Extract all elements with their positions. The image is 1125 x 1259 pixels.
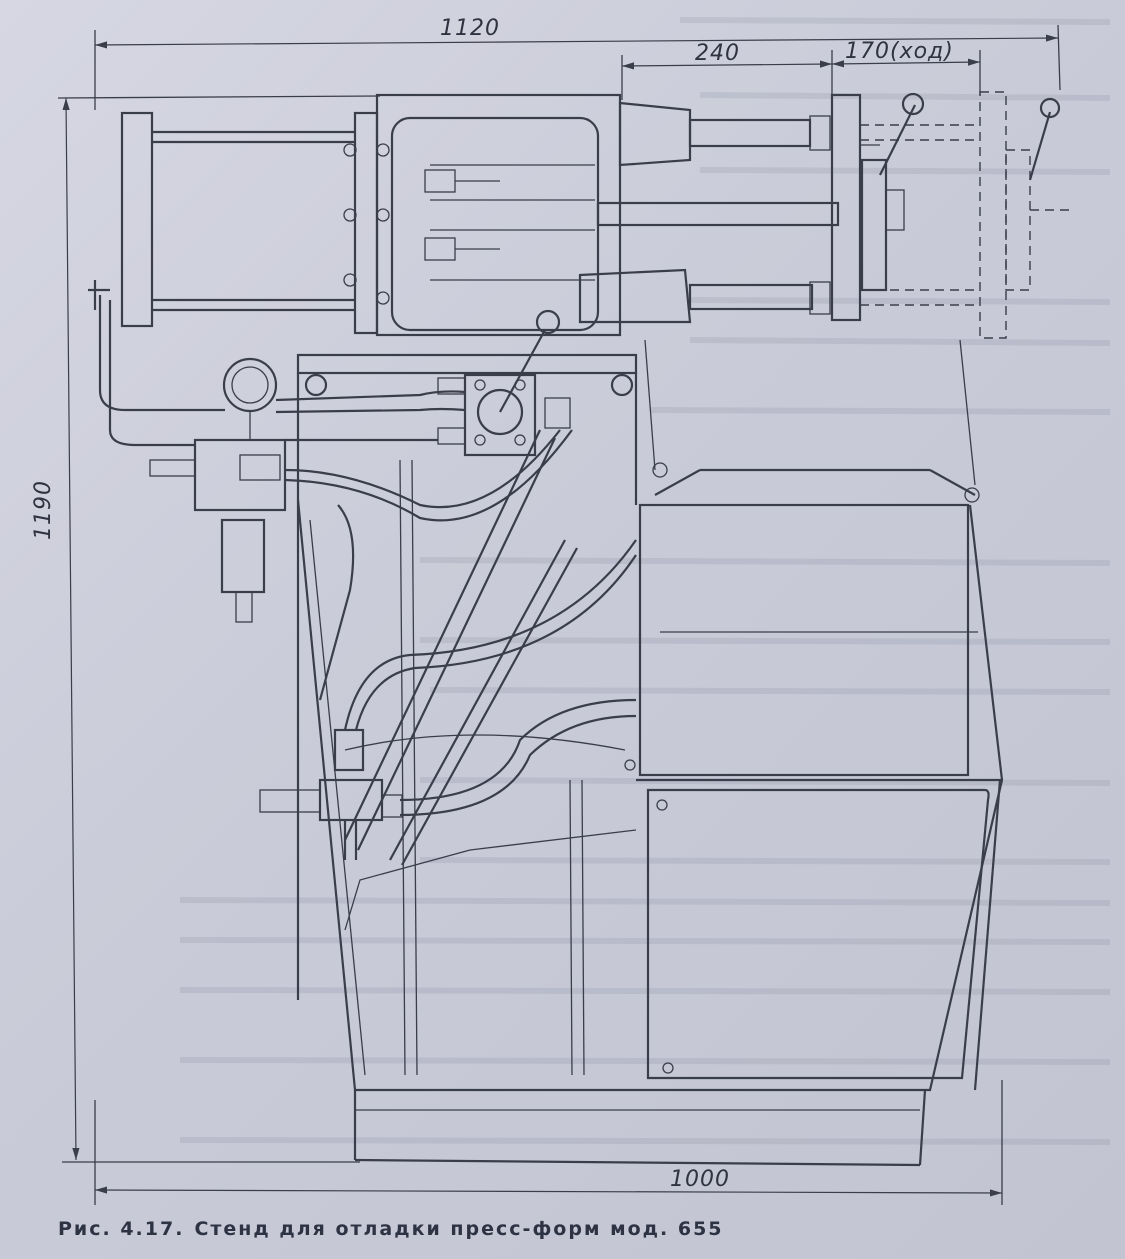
dimension-overall-width: 1120 bbox=[94, 16, 1061, 110]
diagonal-struts bbox=[344, 429, 578, 866]
right-lower-door bbox=[624, 759, 1002, 1091]
moving-plate bbox=[830, 92, 925, 322]
dimension-travel-block: 240 bbox=[621, 41, 833, 100]
figure-title: Стенд для отладки пресс-форм мод. 655 bbox=[194, 1218, 724, 1240]
control-valve bbox=[437, 309, 571, 457]
figure-label: Рис. 4.17. bbox=[58, 1218, 185, 1240]
dim-1120-label: 1120 bbox=[440, 16, 500, 41]
middle-rod bbox=[596, 201, 840, 227]
top-table bbox=[296, 353, 638, 1000]
upper-cylinder bbox=[618, 101, 831, 167]
dimension-height: 1190 bbox=[31, 95, 381, 1163]
extended-position-ghost bbox=[860, 91, 1075, 339]
cabinet-frame bbox=[296, 459, 1004, 1167]
right-upper-cabinet bbox=[638, 339, 980, 777]
left-end-plate bbox=[120, 111, 355, 328]
main-housing bbox=[343, 93, 622, 337]
dim-1190-label: 1190 bbox=[31, 480, 56, 540]
dimension-base-width: 1000 bbox=[94, 1080, 1003, 1205]
figure-caption: Рис. 4.17. Стенд для отладки пресс-форм м… bbox=[58, 1218, 734, 1240]
pressure-gauge bbox=[222, 357, 278, 440]
technical-drawing: 1120 240 170(ход) 1190 1000 bbox=[31, 16, 1111, 1205]
lower-cylinder bbox=[578, 268, 831, 324]
bleed-through-texture bbox=[179, 17, 1111, 1145]
air-filter bbox=[149, 438, 287, 623]
dimension-stroke: 170(ход) bbox=[831, 39, 981, 95]
dim-240-label: 240 bbox=[695, 41, 740, 66]
dim-170-label: 170(ход) bbox=[845, 39, 954, 64]
dim-1000-label: 1000 bbox=[670, 1167, 730, 1192]
